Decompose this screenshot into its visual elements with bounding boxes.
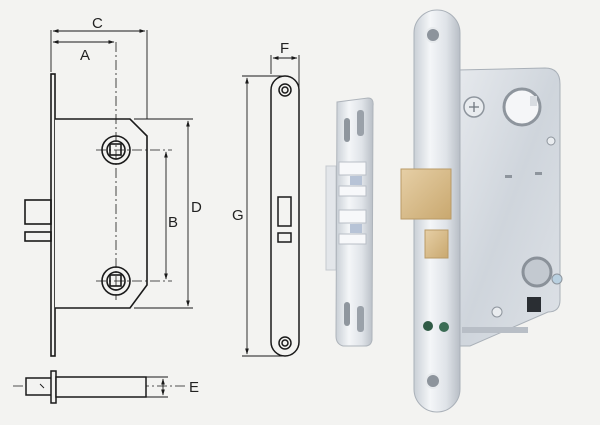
- dimension-label-f: F: [280, 40, 289, 57]
- dimension-label-d: D: [191, 199, 202, 216]
- faceplate-drawing: [270, 75, 300, 357]
- lock-case-drawing: [24, 73, 148, 357]
- dimension-label-g: G: [232, 207, 244, 224]
- lock-body-photo: [400, 9, 563, 413]
- strike-plate-photo: [325, 97, 374, 347]
- latch-end-view-drawing: [25, 370, 147, 404]
- dimension-label-c: C: [92, 15, 103, 32]
- dimension-label-b: B: [168, 214, 178, 231]
- dimension-label-e: E: [189, 379, 199, 396]
- dimension-label-a: A: [80, 47, 90, 64]
